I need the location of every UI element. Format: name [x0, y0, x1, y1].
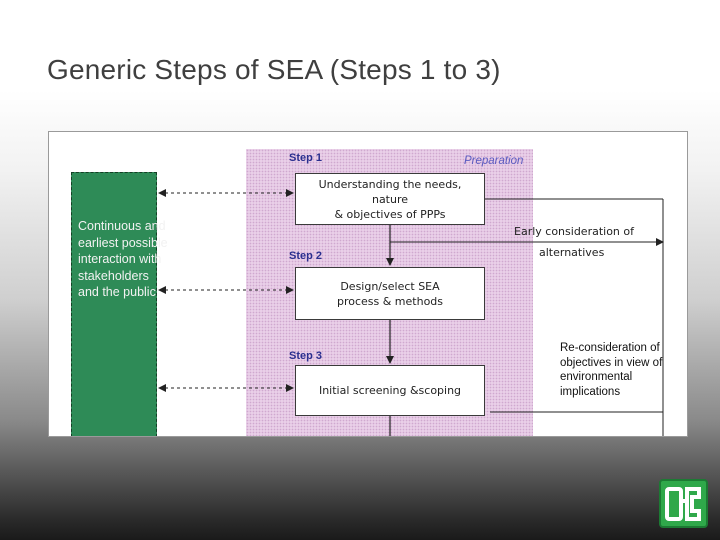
stakeholder-interaction-text: Continuous and earliest possible interac… [78, 219, 168, 300]
step-1-box: Understanding the needs, nature & object… [295, 173, 485, 225]
early-consideration-text: Early consideration of [514, 225, 634, 238]
stakeholder-interaction-box [71, 172, 157, 436]
step-3-label: Step 3 [289, 350, 323, 362]
preparation-label: Preparation [464, 155, 524, 167]
organization-logo-icon [659, 479, 708, 528]
step-2-box: Design/select SEA process & methods [295, 267, 485, 320]
alternatives-text: alternatives [539, 246, 605, 259]
step-2-label: Step 2 [289, 250, 323, 262]
step-1-label: Step 1 [289, 152, 323, 164]
slide-title: Generic Steps of SEA (Steps 1 to 3) [47, 54, 501, 85]
arrows-layer [158, 189, 664, 436]
sea-steps-diagram: Preparation Continuous and earliest poss… [48, 131, 688, 437]
step-3-box: Initial screening &scoping [295, 365, 485, 416]
reconsideration-text: Re-consideration of objectives in view o… [560, 342, 663, 398]
